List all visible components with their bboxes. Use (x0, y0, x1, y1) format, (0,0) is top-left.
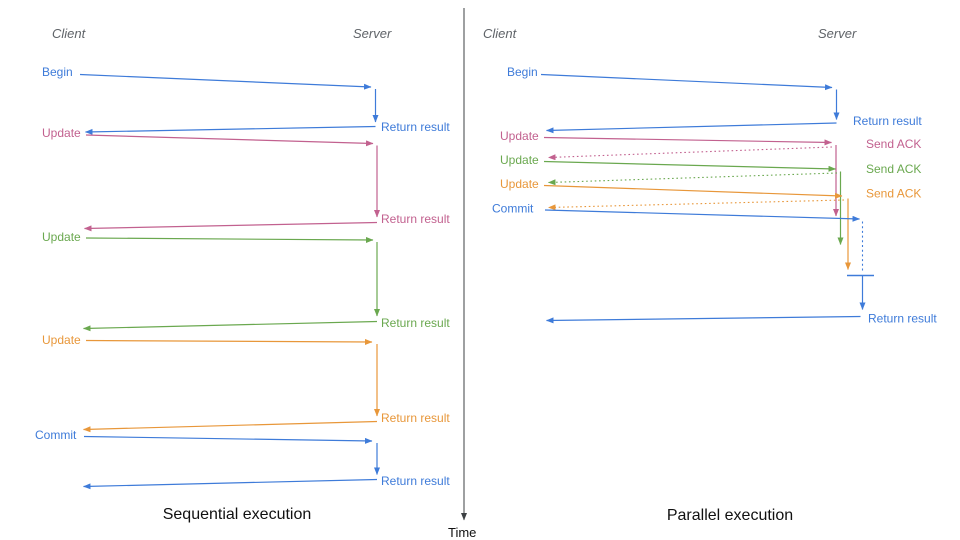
par-begin-exchange: Begin Return result (507, 65, 922, 134)
response-label: Return result (381, 411, 450, 425)
message-label: Update (500, 177, 539, 191)
parallel-panel-title: Parallel execution (667, 507, 793, 524)
server-role-label: Server (818, 26, 857, 41)
par-update3-exchange: Update Send ACK (500, 177, 921, 270)
ack-line (548, 146, 833, 161)
request-line (543, 160, 836, 172)
seq-update1-exchange: Update Return result (42, 126, 450, 232)
response-label: Return result (381, 316, 450, 330)
message-label: Update (500, 129, 539, 143)
message-label: Commit (492, 202, 534, 216)
response-label: Return result (853, 114, 922, 128)
response-label: Return result (868, 312, 937, 326)
request-line (85, 236, 374, 243)
response-line (546, 122, 837, 134)
sequential-panel: Client Server Begin Return result Update… (35, 26, 450, 523)
time-axis: Time (448, 8, 476, 540)
par-update2-exchange: Update Send ACK (500, 153, 921, 245)
response-line (546, 315, 861, 324)
time-axis-label: Time (448, 525, 476, 540)
response-line (83, 320, 378, 332)
request-line (79, 73, 372, 90)
message-label: Begin (507, 65, 538, 79)
request-line (544, 209, 860, 222)
ack-label: Send ACK (866, 187, 921, 201)
request-line (543, 136, 832, 146)
par-update1-exchange: Update Send ACK (500, 129, 921, 217)
seq-begin-exchange: Begin Return result (42, 65, 450, 135)
request-line (83, 435, 373, 444)
response-label: Return result (381, 474, 450, 488)
ack-line (548, 199, 845, 211)
request-line (85, 338, 373, 345)
seq-update2-exchange: Update Return result (42, 230, 450, 332)
seq-update3-exchange: Update Return result (42, 333, 450, 433)
parallel-panel: Client Server Begin Return result Update… (483, 26, 937, 524)
response-label: Return result (381, 212, 450, 226)
ack-label: Send ACK (866, 162, 921, 176)
request-line (543, 184, 843, 199)
seq-commit-exchange: Commit Return result (35, 428, 450, 490)
par-commit-exchange: Commit Return result (492, 202, 937, 326)
request-line (540, 73, 833, 91)
server-role-label: Server (353, 26, 392, 41)
client-role-label: Client (483, 26, 518, 41)
request-line (85, 134, 374, 147)
ack-label: Send ACK (866, 137, 921, 151)
message-label: Update (42, 333, 81, 347)
response-line (83, 478, 378, 490)
message-label: Begin (42, 65, 73, 79)
message-label: Update (42, 126, 81, 140)
message-label: Update (500, 153, 539, 167)
message-label: Commit (35, 428, 77, 442)
response-line (85, 125, 376, 135)
response-line (83, 420, 378, 433)
sequential-panel-title: Sequential execution (163, 506, 312, 523)
response-line (84, 221, 378, 232)
client-role-label: Client (52, 26, 87, 41)
response-label: Return result (381, 120, 450, 134)
message-label: Update (42, 230, 81, 244)
ack-line (548, 172, 838, 186)
